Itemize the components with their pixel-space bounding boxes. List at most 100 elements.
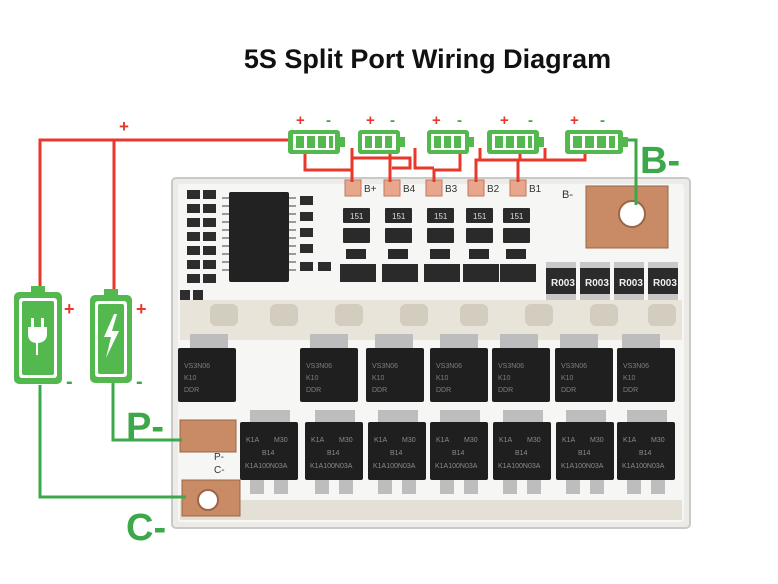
mosfet-mark: M30 [464, 437, 478, 444]
load-plus-mark: + [136, 299, 147, 319]
shunt-code: R003 [619, 278, 643, 289]
mosfet [430, 348, 488, 402]
mosfet-mark: M30 [527, 437, 541, 444]
minus-mark: - [390, 112, 395, 129]
balance-pads: B+ B4 B3 B2 B1 B- [344, 179, 573, 201]
pad-label-b4: B4 [403, 184, 416, 195]
minus-mark: - [528, 112, 533, 129]
mosfet [240, 422, 298, 480]
mosfet-mark: B14 [578, 450, 591, 457]
mosfet-mark: VS3N06 [561, 363, 587, 370]
mosfet [556, 422, 614, 480]
mosfet-mark: K1A100N03A [245, 463, 288, 470]
mosfet-mark: M30 [402, 437, 416, 444]
mosfet-mark: M30 [590, 437, 604, 444]
shunt-resistor [614, 262, 644, 300]
pad-b2 [467, 179, 485, 197]
mosfet-mark: K10 [184, 375, 197, 382]
c-minus-label: C- [126, 507, 166, 549]
mosfet-mark: K10 [498, 375, 511, 382]
b-minus-terminal-pad [585, 185, 669, 249]
battery-cell [427, 130, 474, 154]
mosfet-row-bottom: K1A K1A K1A K1A K1A K1A K1A M30 M30 M30 … [240, 410, 675, 494]
mosfet-mark: K10 [561, 375, 574, 382]
mosfet-mark: VS3N06 [372, 363, 398, 370]
load-device [90, 289, 132, 383]
pad-label-b-minus: B- [562, 189, 573, 201]
pad-label-b1: B1 [529, 184, 542, 195]
port-mark-p: P- [214, 452, 224, 463]
mosfet-mark: M30 [339, 437, 353, 444]
minus-mark: - [600, 112, 605, 129]
resistor-code: 151 [434, 212, 448, 221]
minus-mark: - [457, 112, 462, 129]
battery-cell [487, 130, 544, 154]
mosfet [430, 422, 488, 480]
battery-cell [358, 130, 405, 154]
plus-mark: + [570, 112, 579, 129]
plus-mark: + [432, 112, 441, 129]
mosfet-mark: K10 [306, 375, 319, 382]
mosfet-mark: DDR [498, 387, 513, 394]
mosfet-mark: K1A [246, 437, 260, 444]
protection-ic [222, 192, 296, 282]
mosfet [555, 348, 613, 402]
mosfet-mark: K1A100N03A [498, 463, 541, 470]
mosfet-mark: K10 [372, 375, 385, 382]
plus-mark: + [366, 112, 375, 129]
b-minus-label: B- [640, 140, 680, 182]
mosfet-mark: B14 [390, 450, 403, 457]
pad-label-b-plus: B+ [364, 184, 377, 195]
resistor-array-left [180, 190, 216, 300]
minus-mark: - [326, 112, 331, 129]
mosfet-mark: K1A [623, 437, 637, 444]
mosfet [178, 348, 236, 402]
bms-board: B+ B4 B3 B2 B1 B- 151 151 [171, 177, 691, 529]
charger-minus-mark: - [66, 371, 73, 393]
mosfet-mark: K1A [562, 437, 576, 444]
mosfet [492, 348, 550, 402]
resistor-code: 151 [473, 212, 487, 221]
plus-mark: + [296, 112, 305, 129]
mosfet-mark: K1A100N03A [435, 463, 478, 470]
mosfet-mark: K1A100N03A [373, 463, 416, 470]
mosfet-mark: B14 [327, 450, 340, 457]
pad-b-plus [344, 179, 362, 197]
mosfet-mark: K10 [623, 375, 636, 382]
battery-cell [565, 130, 628, 154]
shunt-code: R003 [585, 278, 609, 289]
mosfet-mark: K1A100N03A [622, 463, 665, 470]
mosfet-mark: B14 [262, 450, 275, 457]
mosfet-mark: K1A100N03A [561, 463, 604, 470]
negative-wires [38, 138, 638, 499]
p-minus-label: P- [126, 406, 164, 448]
balance-resistors: 151 151 151 151 151 [340, 208, 536, 282]
charger-device [14, 286, 62, 384]
shunt-resistor [546, 262, 576, 300]
mosfet-mark: VS3N06 [498, 363, 524, 370]
shunt-resistor [580, 262, 610, 300]
mosfet-row-top: VS3N06 VS3N06 VS3N06 VS3N06 VS3N06 VS3N0… [178, 334, 675, 402]
mosfet-mark: DDR [184, 387, 199, 394]
mosfet [493, 422, 551, 480]
pad-b1 [509, 179, 527, 197]
resistor-array-mid [300, 196, 331, 271]
mosfet-mark: VS3N06 [436, 363, 462, 370]
mosfet [366, 348, 424, 402]
mosfet-mark: DDR [623, 387, 638, 394]
b-minus-mount-hole [618, 200, 646, 228]
mosfet-mark: M30 [651, 437, 665, 444]
mosfet-mark: K1A [499, 437, 513, 444]
mosfet-mark: B14 [515, 450, 528, 457]
plus-mark: + [500, 112, 509, 129]
battery-cell [288, 130, 345, 154]
pad-b3 [425, 179, 443, 197]
c-minus-mount-hole [197, 489, 219, 511]
mosfet [617, 348, 675, 402]
mosfet-mark: B14 [639, 450, 652, 457]
mosfet-mark: K1A [436, 437, 450, 444]
resistor-code: 151 [392, 212, 406, 221]
charger-plus-mark: + [64, 299, 75, 319]
mosfet-mark: VS3N06 [623, 363, 649, 370]
